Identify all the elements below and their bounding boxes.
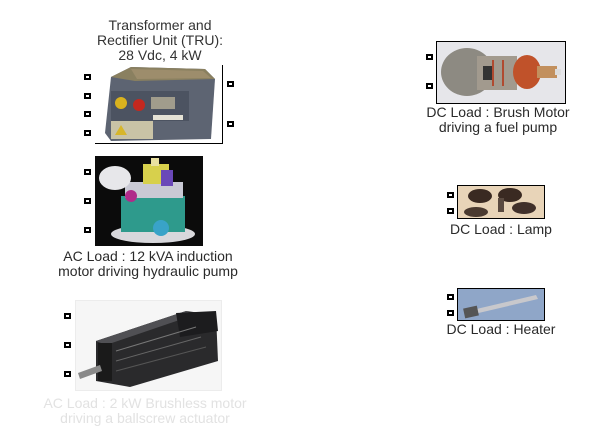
ac-hydraulic-port-3[interactable]: [84, 227, 91, 233]
dc-lamp-block[interactable]: [457, 185, 545, 219]
ac-brushless-port-2[interactable]: [64, 342, 71, 348]
tru-input-port-3[interactable]: [84, 111, 91, 117]
dc-lamp-port-2[interactable]: [447, 208, 454, 214]
brushless-motor-image: [78, 311, 218, 387]
heater-image: [463, 295, 538, 319]
ac-brushless-port-3[interactable]: [64, 371, 71, 377]
lamp-image: [464, 188, 536, 217]
tru-input-port-4[interactable]: [84, 130, 91, 136]
ac-brushless-port-1[interactable]: [64, 313, 71, 319]
ac-hydraulic-port-1[interactable]: [84, 169, 91, 175]
ac-brushless-label-line1: AC Load : 2 kW Brushless motor: [43, 395, 247, 411]
dc-brush-motor-port-1[interactable]: [426, 54, 433, 60]
dc-heater-label: DC Load : Heater: [446, 321, 556, 337]
tru-input-port-1[interactable]: [84, 74, 91, 80]
ac-hydraulic-label-line2: motor driving hydraulic pump: [58, 263, 238, 279]
dc-heater-block[interactable]: [457, 288, 545, 321]
ac-hydraulic-label-line1: AC Load : 12 kVA induction: [63, 248, 233, 264]
tru-title: Transformer and Rectifier Unit (TRU): 28…: [62, 18, 258, 63]
ac-hydraulic-label: AC Load : 12 kVA induction motor driving…: [10, 249, 286, 279]
tru-output-port-2[interactable]: [227, 121, 234, 127]
tru-title-line3: 28 Vdc, 4 kW: [118, 47, 202, 63]
dc-brush-motor-label-line1: DC Load : Brush Motor: [426, 104, 570, 120]
tru-frame-bottom: [95, 143, 223, 144]
dc-brush-motor-block[interactable]: [436, 41, 566, 104]
dc-brush-motor-port-2[interactable]: [426, 83, 433, 89]
tru-frame: [222, 65, 223, 144]
tru-input-port-2[interactable]: [84, 93, 91, 99]
brush-motor-image: [441, 48, 561, 96]
tru-output-port-1[interactable]: [227, 81, 234, 87]
dc-brush-motor-label-line2: driving a fuel pump: [438, 119, 558, 135]
tru-title-line1: Transformer and: [108, 17, 212, 33]
dc-heater-port-1[interactable]: [447, 294, 454, 300]
ac-brushless-label: AC Load : 2 kW Brushless motor driving a…: [0, 396, 290, 426]
dc-lamp-port-1[interactable]: [447, 192, 454, 198]
dc-heater-port-2[interactable]: [447, 310, 454, 316]
tru-title-line2: Rectifier Unit (TRU):: [96, 32, 223, 48]
tru-block[interactable]: [95, 65, 223, 144]
hydraulic-pump-image: [99, 158, 195, 243]
dc-lamp-label: DC Load : Lamp: [450, 221, 552, 237]
ac-hydraulic-block[interactable]: [95, 156, 203, 246]
ac-brushless-block[interactable]: [75, 300, 222, 391]
ac-brushless-label-line2: driving a ballscrew actuator: [60, 410, 230, 426]
dc-brush-motor-label: DC Load : Brush Motor driving a fuel pum…: [388, 105, 604, 135]
ac-hydraulic-port-2[interactable]: [84, 198, 91, 204]
tru-unit-image: [105, 67, 215, 141]
